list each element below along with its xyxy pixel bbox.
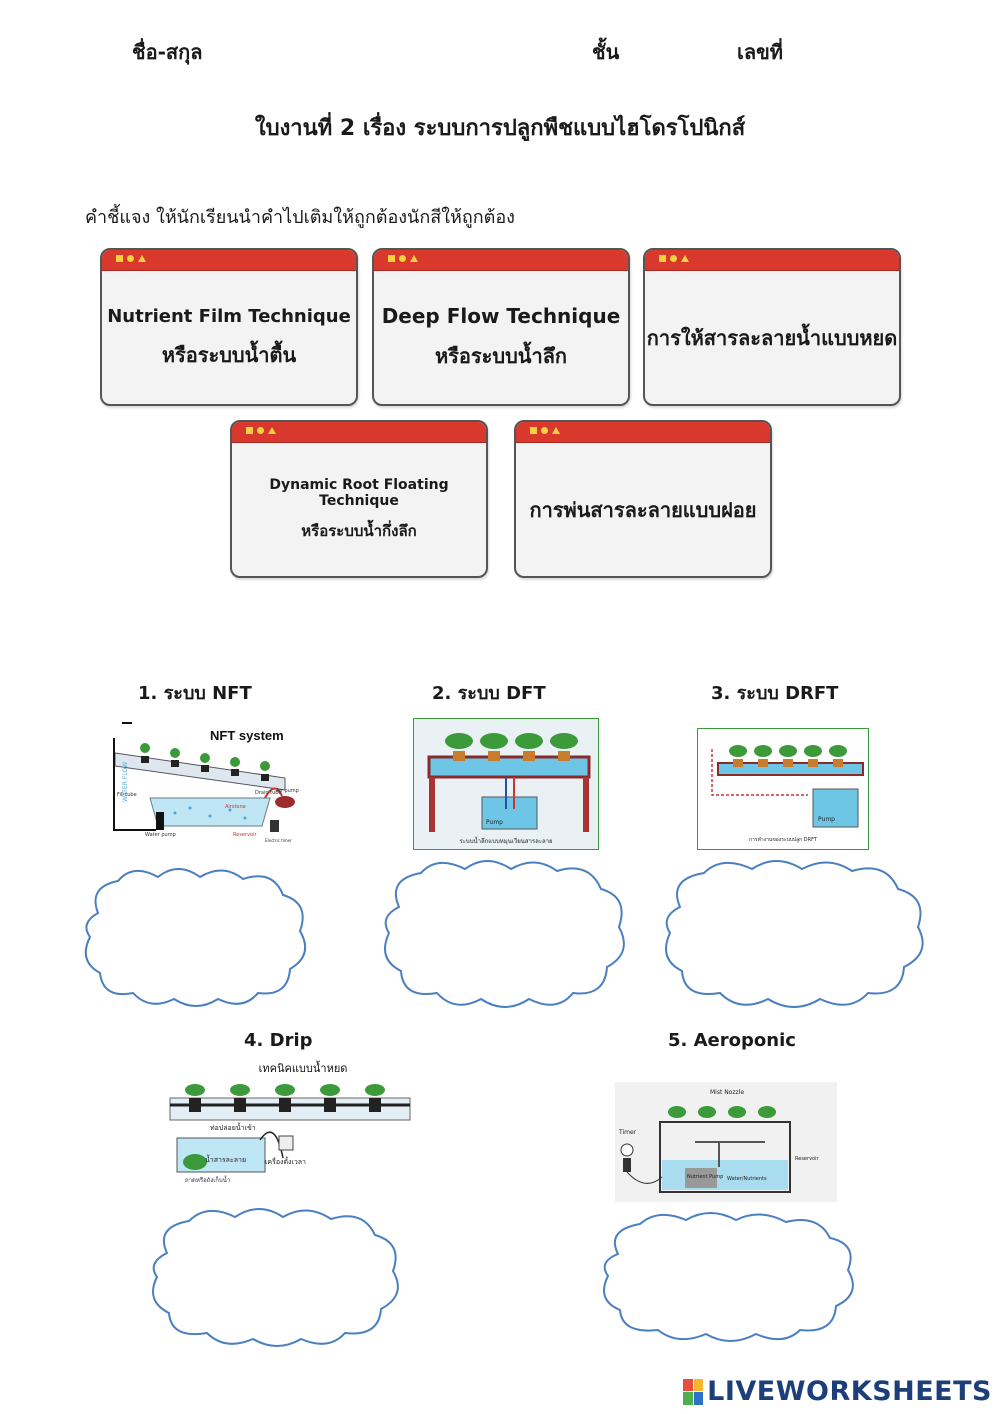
card-text: การพ่นสารละลายแบบฝอย bbox=[529, 498, 757, 522]
answer-cloud-1[interactable] bbox=[78, 865, 314, 1011]
diagram-title: NFT system bbox=[210, 728, 284, 743]
square-icon bbox=[116, 255, 123, 262]
card-titlebar bbox=[102, 250, 356, 271]
liveworksheets-icon bbox=[683, 1378, 704, 1405]
system-label-drip: 4. Drip bbox=[244, 1030, 313, 1051]
diagram-text: Drain tube bbox=[255, 790, 282, 796]
system-label-dft: 2. ระบบ DFT bbox=[432, 683, 546, 704]
answer-cloud-5[interactable] bbox=[596, 1210, 862, 1346]
card-titlebar bbox=[232, 422, 486, 443]
diagram-text: Airstone bbox=[225, 804, 246, 810]
diagram-text: น้ำสารละลาย bbox=[205, 1153, 246, 1164]
card-subtext: หรือระบบน้ำลึก bbox=[434, 344, 568, 368]
diagram-text: Water pump bbox=[145, 832, 176, 838]
triangle-icon bbox=[138, 255, 146, 262]
card-text: Dynamic Root Floating Technique bbox=[269, 477, 449, 509]
card-subtext: หรือระบบน้ำตื้น bbox=[161, 342, 297, 367]
diagram-text: ท่อปล่อยน้ำเข้า bbox=[210, 1121, 256, 1132]
system-label-nft: 1. ระบบ NFT bbox=[138, 683, 252, 704]
diagram-text: Fill tube bbox=[117, 792, 137, 798]
triangle-icon bbox=[268, 427, 276, 434]
answer-card-dft[interactable]: Deep Flow Technique หรือระบบน้ำลึก bbox=[372, 248, 630, 406]
circle-icon bbox=[541, 427, 548, 434]
nft-diagram: NFT system WATER FLOW Fill tube Drain tu… bbox=[100, 718, 300, 848]
diagram-text: Nutrient Pump bbox=[687, 1174, 723, 1180]
aeroponic-diagram: Mist Nozzle Timer Reservoir Nutrient Pum… bbox=[615, 1082, 837, 1202]
diagram-text: Pump bbox=[818, 816, 835, 823]
circle-icon bbox=[257, 427, 264, 434]
circle-icon bbox=[670, 255, 677, 262]
answer-cloud-3[interactable] bbox=[658, 857, 934, 1013]
diagram-text: Reservoir bbox=[795, 1156, 819, 1162]
dft-diagram: Pump ระบบน้ำลึกแบบหมุนเวียนสารละลาย bbox=[413, 718, 599, 850]
answer-cloud-4[interactable] bbox=[145, 1205, 407, 1351]
system-label-drft: 3. ระบบ DRFT bbox=[711, 683, 839, 704]
square-icon bbox=[659, 255, 666, 262]
name-label: ชื่อ-สกุล bbox=[132, 40, 203, 64]
square-icon bbox=[388, 255, 395, 262]
card-titlebar bbox=[516, 422, 770, 443]
number-label: เลขที่ bbox=[737, 40, 783, 64]
instruction-text: คำชี้แจง ให้นักเรียนนำคำไปเติมให้ถูกต้อง… bbox=[85, 207, 515, 228]
card-text: Deep Flow Technique bbox=[381, 304, 621, 328]
diagram-text: WATER FLOW bbox=[122, 762, 129, 802]
square-icon bbox=[530, 427, 537, 434]
card-subtext: หรือระบบน้ำกึ่งลึก bbox=[301, 522, 417, 540]
diagram-text: Air pump bbox=[276, 788, 299, 794]
diagram-text: Water/Nutrients bbox=[727, 1176, 767, 1182]
diagram-title: เทคนิคแบบน้ำหยด bbox=[259, 1060, 348, 1075]
answer-card-drip[interactable]: การให้สารละลายน้ำแบบหยด bbox=[643, 248, 901, 406]
system-label-aeroponic: 5. Aeroponic bbox=[668, 1030, 796, 1051]
diagram-text: Electric timer bbox=[265, 838, 292, 843]
card-text: การให้สารละลายน้ำแบบหยด bbox=[646, 326, 898, 350]
square-icon bbox=[246, 427, 253, 434]
diagram-text: Reservoir bbox=[233, 832, 257, 838]
answer-card-drft[interactable]: Dynamic Root Floating Technique หรือระบบน… bbox=[230, 420, 488, 578]
answer-card-aeroponic[interactable]: การพ่นสารละลายแบบฝอย bbox=[514, 420, 772, 578]
triangle-icon bbox=[552, 427, 560, 434]
card-titlebar bbox=[645, 250, 899, 271]
class-label: ชั้น bbox=[592, 40, 620, 64]
diagram-text: Timer bbox=[618, 1129, 637, 1136]
circle-icon bbox=[127, 255, 134, 262]
triangle-icon bbox=[410, 255, 418, 262]
answer-cloud-2[interactable] bbox=[377, 857, 635, 1013]
answer-card-nft[interactable]: Nutrient Film Technique หรือระบบน้ำตื้น bbox=[100, 248, 358, 406]
worksheet-title: ใบงานที่ 2 เรื่อง ระบบการปลูกพืชแบบไฮโดร… bbox=[254, 116, 746, 141]
card-text: Nutrient Film Technique bbox=[107, 305, 351, 327]
diagram-text: Mist Nozzle bbox=[710, 1089, 744, 1096]
brand-text: LIVEWORKSHEETS bbox=[707, 1376, 992, 1407]
diagram-text: ถาดหรือถังเก็บน้ำ bbox=[185, 1174, 230, 1184]
liveworksheets-logo: LIVEWORKSHEETS bbox=[683, 1376, 992, 1407]
diagram-caption: ระบบน้ำลึกแบบหมุนเวียนสารละลาย bbox=[459, 835, 552, 845]
drft-diagram: Pump การทำงานของระบบปลูก DRFT bbox=[697, 728, 869, 850]
drip-diagram: เทคนิคแบบน้ำหยด ท่อปล่อยน้ำเข้า น้ำสารละ… bbox=[165, 1058, 415, 1188]
diagram-text: Pump bbox=[486, 819, 503, 826]
card-titlebar bbox=[374, 250, 628, 271]
triangle-icon bbox=[681, 255, 689, 262]
diagram-caption: การทำงานของระบบปลูก DRFT bbox=[749, 837, 818, 843]
diagram-text: เครื่องตั้งเวลา bbox=[265, 1155, 306, 1166]
circle-icon bbox=[399, 255, 406, 262]
